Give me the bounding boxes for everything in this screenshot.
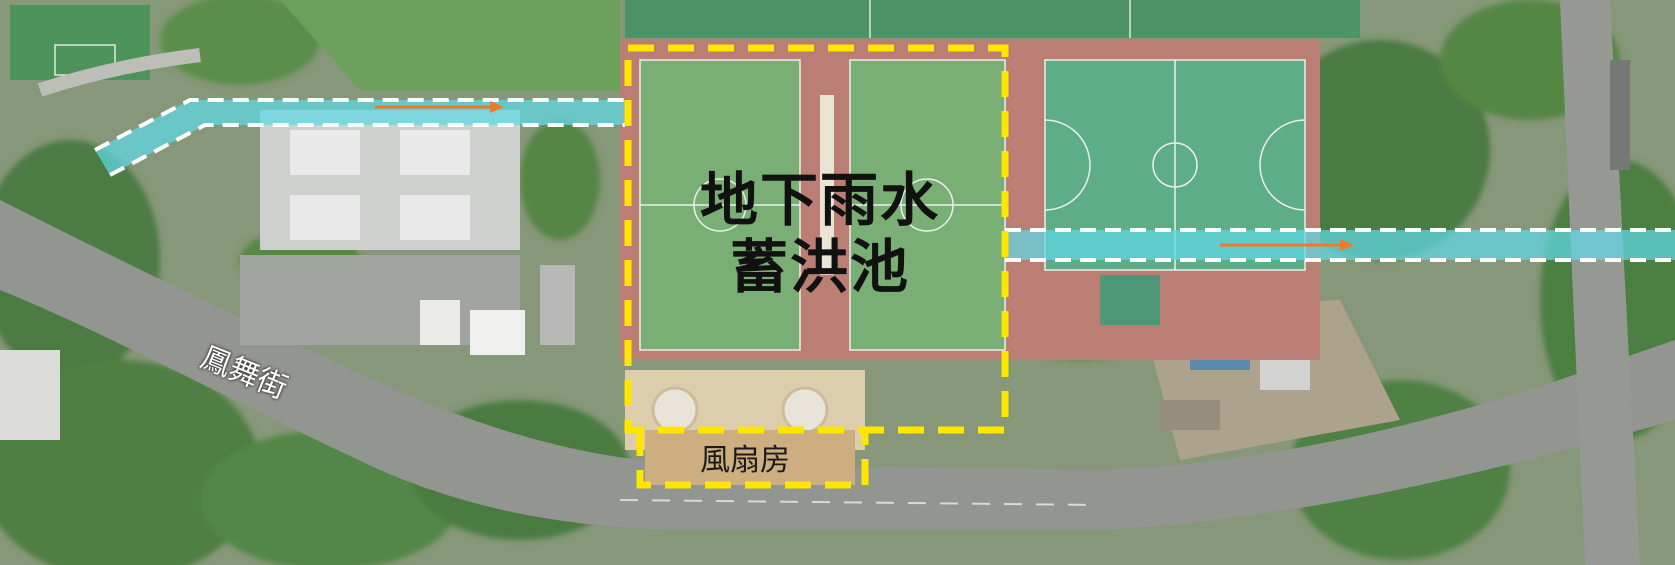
lawn-north	[280, 0, 620, 90]
road-east-vertical	[1560, 0, 1640, 565]
channel-west-border-top	[94, 98, 625, 152]
fan-room-label: 風扇房	[700, 443, 790, 478]
drainage-channel-east	[1005, 228, 1675, 262]
buildings	[0, 60, 1630, 440]
storage-tank-label-line1: 地下雨水	[699, 166, 940, 234]
storage-tank-label-line2: 蓄洪池	[729, 232, 910, 301]
north-pitches	[625, 0, 1360, 38]
plaza	[625, 370, 865, 485]
median-strip	[820, 95, 834, 275]
arrow-right-icon	[375, 101, 504, 113]
drainage-channel-west	[94, 98, 625, 177]
arrow-right-icon	[1220, 239, 1354, 251]
road-fung-mo-street	[0, 200, 1675, 530]
channel-west-border-bottom	[109, 123, 625, 177]
channel-west-fill	[95, 100, 625, 175]
fan-room-outline	[636, 430, 869, 489]
storage-tank-outline	[624, 44, 1009, 434]
east-court	[1100, 275, 1160, 325]
storage-tank-label: 地下雨水 蓄洪池	[670, 170, 970, 298]
